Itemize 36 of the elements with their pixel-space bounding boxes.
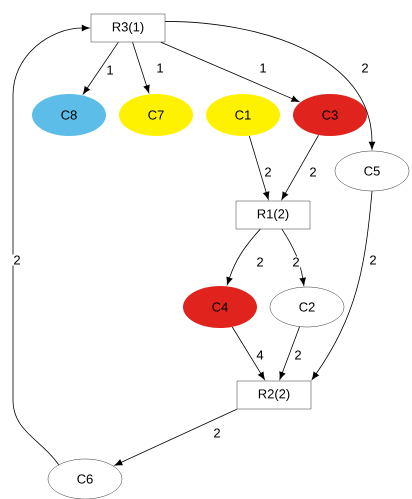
edge-label: 4: [255, 350, 265, 360]
edge-label: 2: [263, 166, 273, 178]
edge-label: 2: [368, 254, 378, 266]
edge-label: 2: [308, 166, 318, 178]
ellipse-node: C3: [293, 94, 367, 136]
edge-label: 2: [12, 254, 22, 266]
arrow: [82, 42, 119, 94]
arrow: [232, 326, 265, 380]
ellipse-node: C5: [334, 150, 410, 192]
edge-label: 2: [212, 427, 222, 439]
arrow: [279, 326, 300, 380]
process-box: R2(2): [236, 380, 312, 410]
arrow: [12, 24, 90, 466]
ellipse-node: C1: [206, 94, 280, 136]
arrow: [132, 42, 150, 94]
arrow: [281, 134, 319, 200]
edge-label: 2: [291, 256, 301, 268]
edge-label: 2: [360, 62, 370, 74]
edge-label: 1: [105, 64, 115, 76]
arrow: [164, 21, 376, 150]
edge-label: 2: [293, 349, 303, 361]
process-box: R3(1): [90, 14, 166, 42]
ellipse-node: C7: [119, 94, 193, 136]
arrow: [312, 190, 372, 380]
arrow: [114, 408, 238, 466]
process-box: R1(2): [236, 200, 310, 230]
edge-label: 2: [255, 256, 265, 268]
ellipse-node: C8: [32, 94, 106, 136]
ellipse-node: C4: [183, 286, 257, 328]
arrow: [160, 42, 300, 102]
edge-label: 1: [258, 62, 268, 74]
arrow: [282, 228, 306, 286]
ellipse-node: C2: [270, 286, 344, 328]
arrow: [248, 136, 270, 200]
edge-label: 1: [155, 62, 165, 74]
arrow: [226, 228, 261, 286]
